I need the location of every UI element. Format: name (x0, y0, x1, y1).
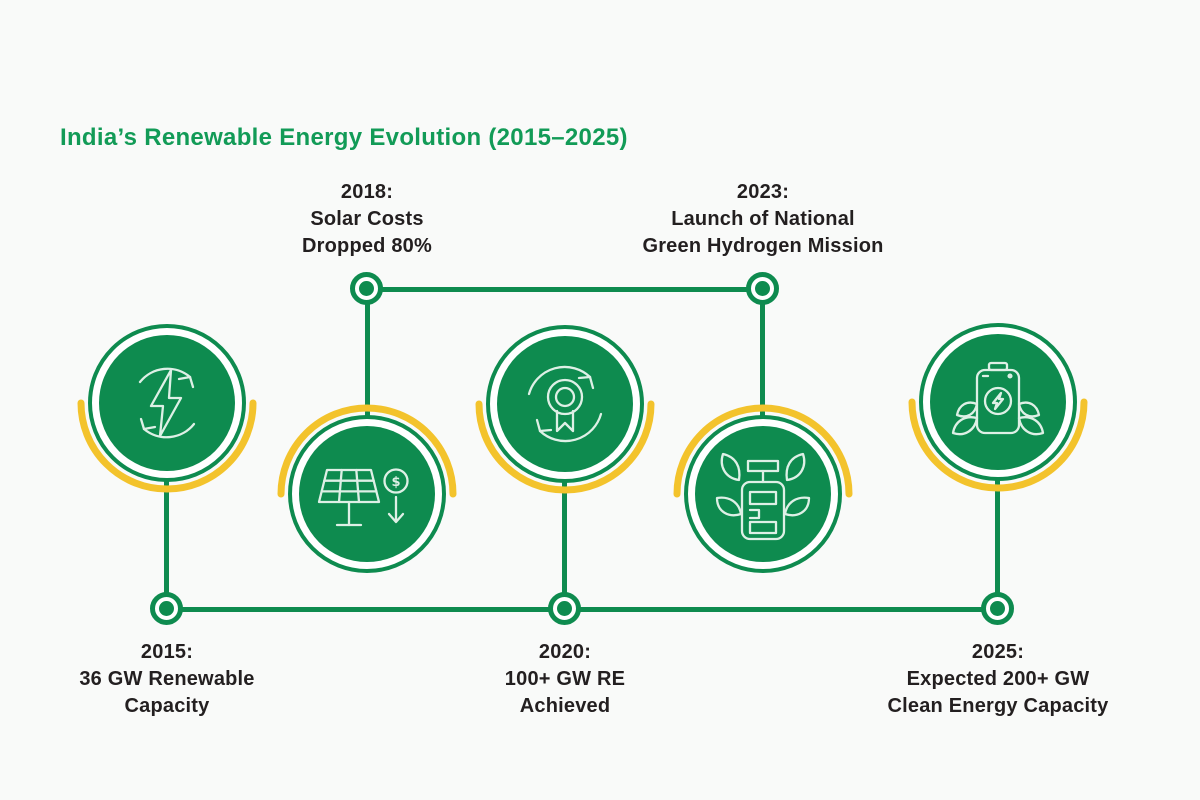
battery-clean-energy-icon (951, 361, 1045, 436)
circle-disc (497, 336, 633, 472)
accent-arc (908, 398, 1088, 492)
milestone-label-2025: 2025: Expected 200+ GW Clean Energy Capa… (828, 639, 1168, 720)
circle-disc (99, 335, 235, 471)
timeline-node-2018 (350, 272, 383, 305)
bottom-connector-line (167, 607, 998, 612)
connector-stem-2025 (995, 475, 1000, 610)
top-connector-line (367, 287, 763, 292)
milestone-circle-2020 (475, 325, 655, 494)
milestone-label-2020: 2020: 100+ GW RE Achieved (395, 639, 735, 720)
milestone-year: 2025: (971, 641, 1025, 663)
milestone-line1: 100+ GW RE (504, 668, 626, 690)
milestone-label-2015: 2015: 36 GW Renewable Capacity (0, 639, 337, 720)
circle-disc (930, 334, 1066, 470)
node-dot (755, 281, 770, 296)
timeline-node-2023 (746, 272, 779, 305)
milestone-year: 2018: (340, 181, 394, 203)
node-dot (159, 601, 174, 616)
milestone-line2: Green Hydrogen Mission (642, 235, 884, 257)
milestone-label-2018: 2018: Solar Costs Dropped 80% (197, 179, 537, 260)
circle-disc (299, 426, 435, 562)
connector-stem-2020 (562, 480, 567, 610)
milestone-line2: Dropped 80% (301, 235, 432, 257)
milestone-line2: Capacity (124, 695, 210, 717)
node-dot (557, 601, 572, 616)
page-title: India’s Renewable Energy Evolution (2015… (60, 124, 628, 151)
milestone-circle-2025 (908, 323, 1088, 492)
milestone-line1: 36 GW Renewable (79, 668, 255, 690)
connector-stem-2023 (760, 290, 765, 418)
node-dot (990, 601, 1005, 616)
node-dot (359, 281, 374, 296)
connector-stem-2018 (365, 290, 370, 418)
milestone-label-2023: 2023: Launch of National Green Hydrogen … (593, 179, 933, 260)
milestone-year: 2020: (538, 641, 592, 663)
milestone-year: 2023: (736, 181, 790, 203)
award-renewal-icon (527, 365, 603, 443)
accent-arc (475, 400, 655, 494)
connector-stem-2015 (164, 475, 169, 610)
timeline-node-2015 (150, 592, 183, 625)
dollar-glyph: $ (391, 475, 400, 490)
timeline-node-2020 (548, 592, 581, 625)
milestone-line1: Expected 200+ GW (906, 668, 1090, 690)
accent-arc (277, 404, 457, 498)
milestone-line2: Achieved (519, 695, 611, 717)
solar-panel-cost-drop-icon: $ (317, 468, 409, 527)
milestone-circle-2018: $ (277, 404, 457, 573)
timeline-node-2025 (981, 592, 1014, 625)
energy-recycle-icon (138, 367, 196, 439)
green-hydrogen-electrolyzer-icon (715, 452, 811, 541)
milestone-line1: Solar Costs (310, 208, 424, 230)
accent-arc (673, 404, 853, 498)
milestone-line1: Launch of National (671, 208, 855, 230)
milestone-circle-2015 (77, 324, 257, 493)
accent-arc (77, 399, 257, 493)
milestone-circle-2023 (673, 404, 853, 573)
milestone-line2: Clean Energy Capacity (887, 695, 1109, 717)
circle-disc (695, 426, 831, 562)
milestone-year: 2015: (140, 641, 194, 663)
